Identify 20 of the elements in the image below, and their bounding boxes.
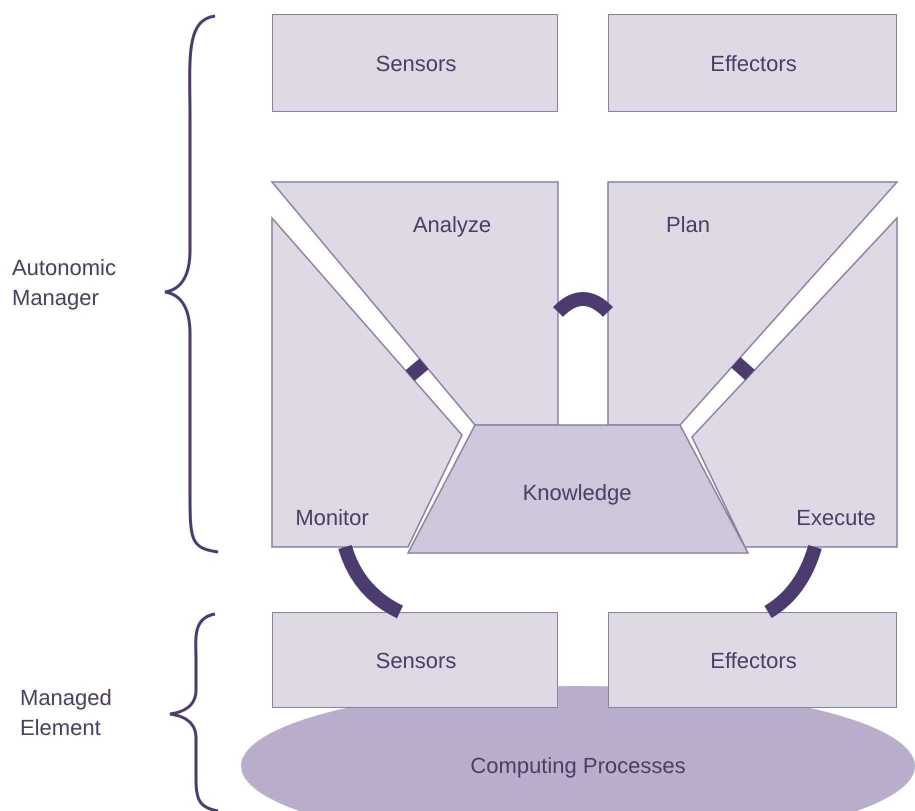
connector-link — [731, 357, 755, 380]
component-box — [608, 14, 897, 112]
bracket-label: Managed Element — [20, 684, 113, 742]
node-label: Sensors — [376, 648, 456, 674]
node-label: Computing Processes — [470, 753, 686, 779]
component-box — [272, 612, 558, 708]
node-label: Execute — [796, 505, 876, 531]
connector-arc — [764, 544, 822, 618]
connector-link — [406, 358, 428, 381]
node-label: Plan — [666, 212, 710, 238]
component-box — [272, 14, 558, 112]
node-label: Knowledge — [522, 480, 632, 506]
node-label: Analyze — [412, 212, 492, 238]
node-label: Effectors — [710, 51, 797, 77]
bracket-label: Autonomic Manager — [12, 254, 117, 312]
node-label: Sensors — [376, 51, 456, 77]
node-label: Monitor — [295, 505, 369, 531]
node-label: Effectors — [710, 648, 797, 674]
component-box — [608, 612, 897, 708]
connector-arc — [553, 292, 613, 318]
